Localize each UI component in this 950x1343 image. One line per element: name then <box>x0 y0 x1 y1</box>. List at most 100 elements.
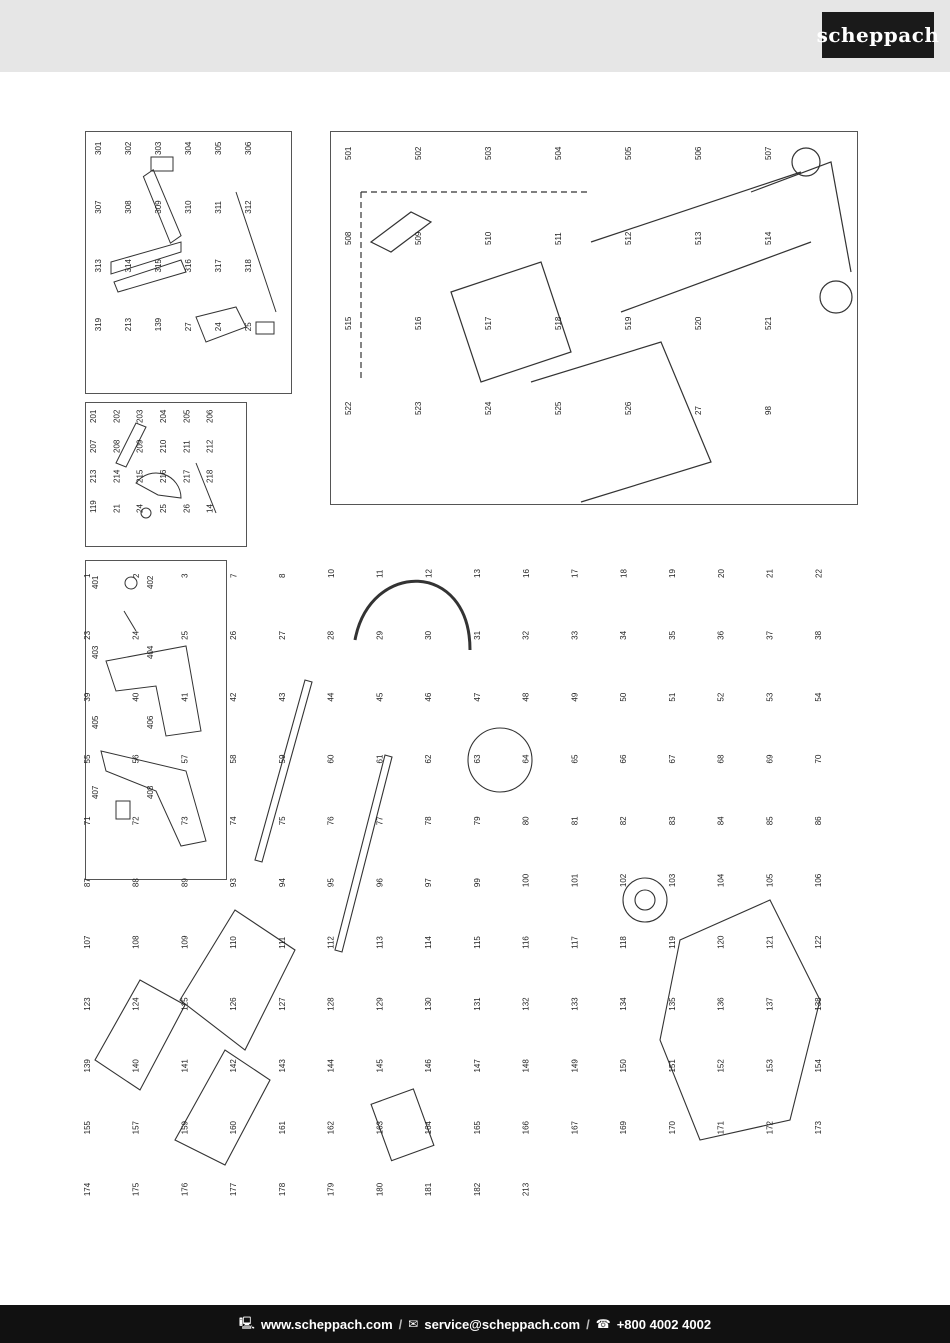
part-number-label: 405 <box>91 715 100 729</box>
part-number-label: 315 <box>154 259 163 273</box>
part-number-label: 76 <box>327 816 336 825</box>
part-number-label: 73 <box>181 816 190 825</box>
part-number-label: 110 <box>229 936 238 949</box>
part-number-label: 143 <box>278 1059 287 1073</box>
part-number-label: 216 <box>159 469 168 483</box>
part-number-label: 309 <box>154 200 163 214</box>
part-number-label: 181 <box>424 1182 433 1196</box>
part-number-label: 13 <box>473 569 482 578</box>
part-number-label: 310 <box>184 200 193 214</box>
part-number-label: 514 <box>764 231 773 245</box>
part-number-label: 218 <box>206 469 215 483</box>
part-number-label: 501 <box>344 146 353 160</box>
part-number-label: 209 <box>136 439 145 453</box>
part-number-label: 318 <box>244 259 253 273</box>
part-number-label: 131 <box>473 997 482 1011</box>
phone-number[interactable]: +800 4002 4002 <box>616 1316 712 1332</box>
part-number-label: 139 <box>154 317 163 331</box>
part-number-label: 502 <box>414 146 423 160</box>
part-number-label: 33 <box>571 630 580 639</box>
part-number-label: 515 <box>344 316 353 330</box>
part-number-label: 119 <box>668 936 677 949</box>
website-link[interactable]: www.scheppach.com <box>260 1316 393 1332</box>
part-number-label: 82 <box>619 816 628 825</box>
part-number-label: 89 <box>181 878 190 887</box>
part-number-label: 88 <box>132 878 141 887</box>
part-number-label: 46 <box>424 692 433 701</box>
part-number-label: 526 <box>624 401 633 415</box>
part-number-label: 180 <box>376 1182 385 1196</box>
part-number-label: 302 <box>124 141 133 155</box>
part-number-label: 101 <box>571 873 580 887</box>
part-number-label: 62 <box>424 754 433 763</box>
part-number-label: 25 <box>181 630 190 639</box>
part-number-label: 144 <box>327 1059 336 1073</box>
part-number-label: 164 <box>424 1120 433 1134</box>
part-number-label: 98 <box>764 406 773 415</box>
part-number-label: 408 <box>146 785 155 799</box>
part-number-label: 307 <box>94 200 103 214</box>
part-number-label: 306 <box>244 141 253 155</box>
part-number-label: 135 <box>668 997 677 1011</box>
part-number-label: 120 <box>717 935 726 949</box>
part-number-label: 179 <box>327 1182 336 1196</box>
part-number-label: 217 <box>182 469 191 483</box>
part-number-label: 58 <box>229 754 238 763</box>
part-number-label: 207 <box>89 439 98 453</box>
part-number-label: 18 <box>619 569 628 578</box>
part-number-label: 68 <box>717 754 726 763</box>
part-number-label: 212 <box>206 439 215 453</box>
part-number-label: 23 <box>83 630 92 639</box>
computer-icon: 🖳 <box>238 1315 255 1330</box>
part-number-label: 104 <box>717 873 726 887</box>
part-number-label: 154 <box>814 1059 823 1073</box>
part-number-label: 26 <box>229 630 238 639</box>
part-number-label: 25 <box>244 322 253 331</box>
part-number-label: 205 <box>182 409 191 423</box>
part-number-label: 24 <box>132 630 141 639</box>
part-number-label: 316 <box>184 259 193 273</box>
scheppach-logo: scheppach <box>817 12 939 58</box>
part-number-label: 513 <box>694 231 703 245</box>
email-link[interactable]: service@scheppach.com <box>424 1316 581 1332</box>
part-number-label: 206 <box>206 409 215 423</box>
part-number-label: 50 <box>619 692 628 701</box>
part-number-label: 121 <box>766 935 775 949</box>
part-number-label: 401 <box>91 575 100 589</box>
part-number-label: 67 <box>668 754 677 763</box>
part-number-label: 126 <box>229 997 238 1011</box>
part-number-label: 30 <box>424 630 433 639</box>
part-number-label: 213 <box>89 469 98 483</box>
part-number-label: 139 <box>83 1059 92 1073</box>
part-number-label: 27 <box>184 322 193 331</box>
footer-separator: / <box>398 1316 403 1332</box>
part-number-label: 10 <box>327 569 336 578</box>
part-number-label: 136 <box>717 997 726 1011</box>
part-number-label: 161 <box>278 1120 287 1134</box>
part-number-label: 21 <box>112 504 121 513</box>
mail-icon: ✉ <box>408 1317 419 1331</box>
part-number-label: 142 <box>229 1059 238 1073</box>
part-number-label: 211 <box>182 440 191 453</box>
part-number-label: 41 <box>181 692 190 701</box>
part-number-label: 171 <box>717 1120 726 1134</box>
part-number-label: 157 <box>132 1120 141 1134</box>
part-number-label: 202 <box>112 409 121 423</box>
part-number-label: 128 <box>327 997 336 1011</box>
part-number-label: 3 <box>181 573 190 578</box>
part-number-label: 11 <box>376 569 385 578</box>
part-number-label: 102 <box>619 873 628 887</box>
part-number-label: 301 <box>94 141 103 155</box>
part-number-label: 516 <box>414 316 423 330</box>
part-number-label: 38 <box>814 630 823 639</box>
part-number-label: 130 <box>424 997 433 1011</box>
part-number-label: 517 <box>484 316 493 330</box>
part-number-label: 56 <box>132 754 141 763</box>
part-number-label: 118 <box>619 936 628 949</box>
part-number-label: 123 <box>83 997 92 1011</box>
part-number-label: 124 <box>132 997 141 1011</box>
part-number-label: 305 <box>214 141 223 155</box>
part-number-label: 506 <box>694 146 703 160</box>
